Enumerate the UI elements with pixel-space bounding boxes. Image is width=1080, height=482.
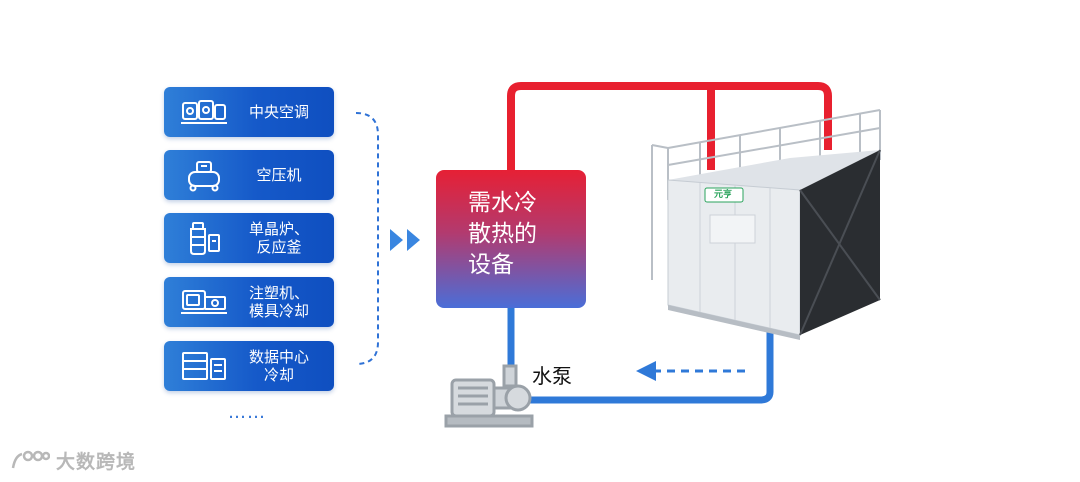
grouping-brace [355,112,379,365]
cooling-demand-device: 需水冷 散热的 设备 [436,170,586,308]
reactor-icon [176,218,232,258]
watermark: 大数跨境 [10,447,136,473]
application-label: 注塑机、 模具冷却 [248,284,309,320]
hot-water-pipe [507,82,832,170]
application-label: 数据中心 冷却 [248,348,309,384]
arrow-left-icon [636,361,656,381]
central-ac-unit-icon [176,92,232,132]
tower-logo: 元亨 [714,190,733,200]
application-card-data-center: 数据中心 冷却 [164,341,334,391]
application-card-central-ac: 中央空调 [164,87,334,137]
air-compressor-icon [176,155,232,195]
server-rack-icon [176,346,232,386]
application-label: 中央空调 [248,103,309,121]
injection-molding-machine-icon [176,282,232,322]
application-card-air-compressor: 空压机 [164,150,334,200]
more-indicator: …… [228,402,266,423]
application-label: 单晶炉、 反应釜 [248,220,309,256]
watermark-logo-icon [11,450,50,469]
chevron-right-icon [407,229,420,251]
watermark-text: 大数跨境 [56,450,137,473]
application-card-injection-molding: 注塑机、 模具冷却 [164,277,334,327]
application-label: 空压机 [256,166,302,184]
cooling-tower [651,109,881,340]
chevron-right-icon [390,229,403,251]
water-pump-icon [444,364,534,428]
pump-label: 水泵 [532,364,572,388]
cold-water-pipe [520,330,774,404]
application-card-reactor: 单晶炉、 反应釜 [164,213,334,263]
